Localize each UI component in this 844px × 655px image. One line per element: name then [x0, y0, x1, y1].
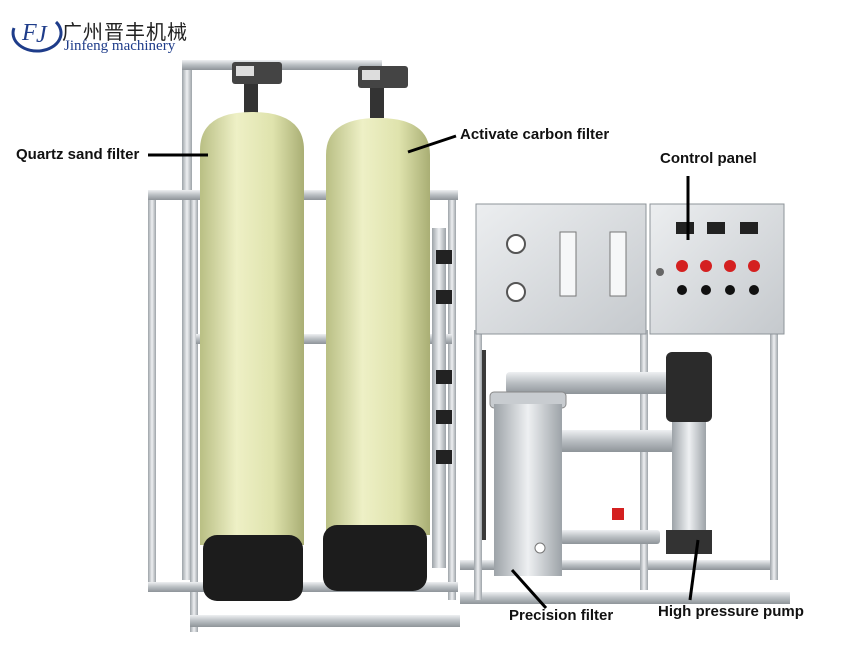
- carbon-callout-line: [407, 134, 457, 154]
- activate-carbon-filter-label: Activate carbon filter: [460, 126, 610, 143]
- control-cabinet: [475, 203, 785, 335]
- precision-filter-label: Precision filter: [509, 607, 614, 624]
- vertical-pipe: [182, 60, 192, 580]
- quartz-sand-filter-label: Quartz sand filter: [16, 146, 140, 163]
- company-name-cn: 广州晋丰机械: [62, 20, 188, 44]
- svg-text:F: F: [21, 20, 37, 46]
- high-pressure-pump-label: High pressure pump: [658, 603, 804, 620]
- company-name-en: Jinfeng machinery: [64, 38, 176, 54]
- control-panel-label: Control panel: [660, 150, 757, 167]
- quartz-sand-tank: [200, 62, 304, 601]
- precision-callout-line: [510, 568, 548, 610]
- svg-text:J: J: [36, 22, 48, 48]
- precision-filter: [489, 391, 567, 576]
- high-pressure-pump: [612, 352, 712, 554]
- pump-callout-line: [688, 539, 700, 601]
- carbon-tank: [323, 66, 430, 591]
- ro-frame: [460, 330, 790, 604]
- company-logo-icon: F J: [11, 20, 63, 53]
